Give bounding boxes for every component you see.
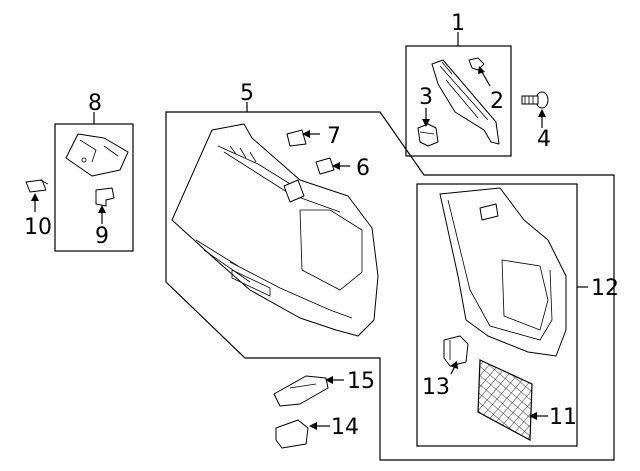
part-4-screw [521,91,549,109]
callout-13: 13 [422,375,450,400]
part-9-clip [95,187,115,207]
callout-1: 1 [451,11,465,36]
callout-15: 15 [347,369,375,394]
part-13-clip [443,335,469,367]
callout-2: 2 [490,89,504,114]
callout-3: 3 [419,85,433,110]
callout-4: 4 [537,127,551,152]
part-7-clip [286,129,307,147]
part-15-bracket [273,375,329,407]
callout-10: 10 [24,215,52,240]
part-14-clip [275,419,309,449]
callout-5: 5 [240,81,254,106]
callout-8: 8 [88,91,102,116]
group-box-12 [416,183,578,447]
callout-14: 14 [331,415,359,440]
part-10-clip [25,179,49,193]
group-box-5 [165,111,615,461]
part-8-bracket [65,133,129,177]
part-6-clip [315,157,335,175]
part-2-clip [468,57,485,71]
callout-6: 6 [356,156,370,181]
callout-11: 11 [549,405,577,430]
callout-9: 9 [95,224,109,249]
part-11-cargo-net [477,359,533,441]
part-1-trim-bracket [417,57,500,147]
part-12-trim-panel [439,187,567,357]
part-5-side-trim-panel [171,123,379,337]
callout-12: 12 [591,276,619,301]
part-3-clip [417,123,439,147]
callout-7: 7 [327,124,341,149]
leader-lines [31,32,588,430]
